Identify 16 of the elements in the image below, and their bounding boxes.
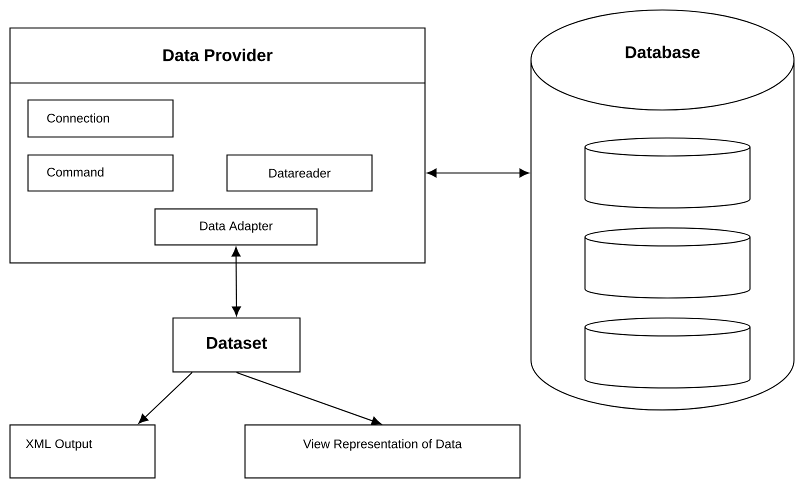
table-cylinder — [584, 137, 751, 209]
table-cylinder — [584, 317, 751, 389]
component-box: Connection — [27, 99, 174, 138]
arrow — [232, 246, 241, 316]
component-box: Command — [27, 154, 174, 192]
arrow — [426, 168, 530, 178]
dataset-box: Dataset — [172, 317, 301, 373]
component-box: View Representation of Data — [244, 424, 521, 479]
table-cylinder — [584, 227, 751, 299]
component-box: Data Adapter — [154, 208, 318, 246]
heading: Database — [626, 46, 700, 58]
component-box: XML Output — [9, 424, 156, 479]
arrow — [138, 372, 192, 424]
heading: Data Provider — [163, 48, 272, 62]
arrow — [236, 372, 382, 426]
component-box: Datareader — [226, 154, 373, 192]
